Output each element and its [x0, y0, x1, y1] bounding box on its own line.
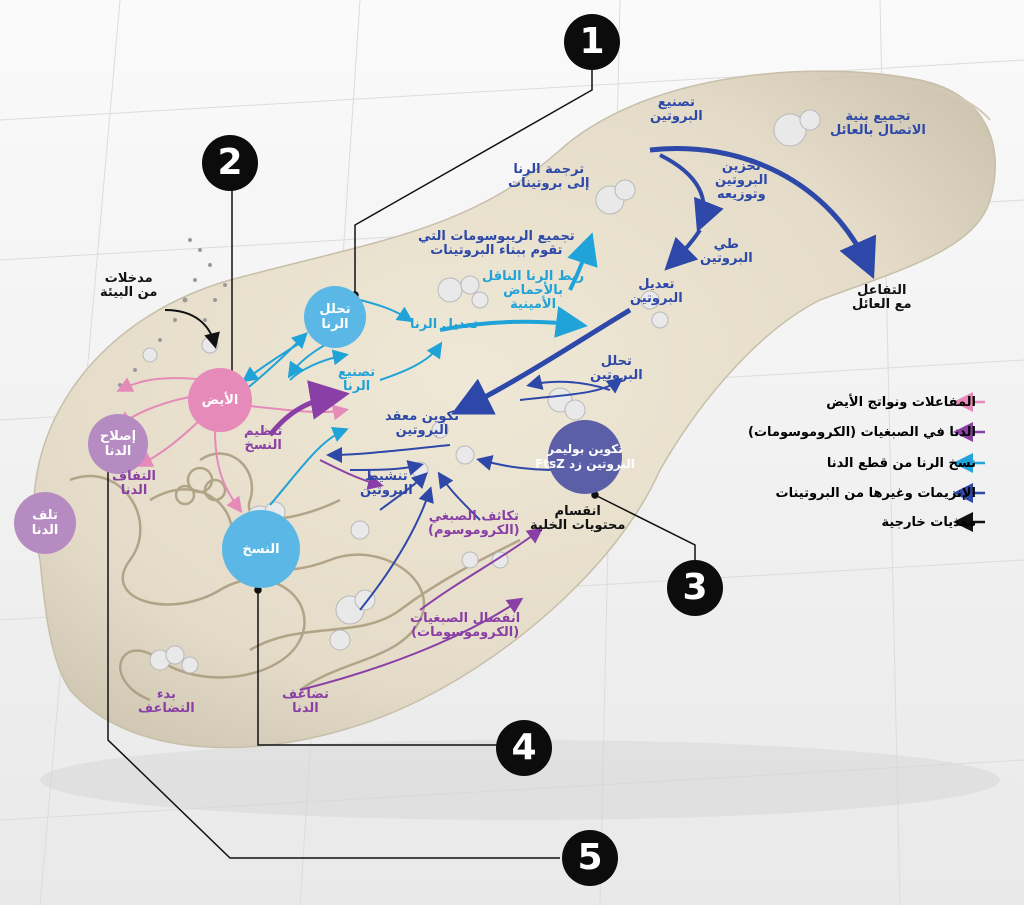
- label-rna-modification: تعديل الرنا: [410, 317, 478, 332]
- ftsz-label: تكوين بوليمر البروتين زد FtsZ: [535, 442, 635, 471]
- label-replication-start: بدء التضاعف: [138, 687, 195, 716]
- label-protein-synthesis: تصنيع البروتين: [650, 95, 703, 124]
- legend-label-dna: الدنا في الصبغيات (الكروموسومات): [748, 425, 976, 440]
- label-transcription-regulation: تنظيم النسخ: [244, 424, 283, 453]
- legend-item-rna: نسخ الرنا من قطع الدنا: [827, 456, 976, 471]
- environment-particles: [118, 238, 227, 387]
- label-environment-inputs: مدخلات من البيئة: [100, 271, 158, 300]
- legend-label-proteins: الإنزيمات وغيرها من البروتينات: [775, 486, 976, 501]
- label-trna-linking: ربط الرنا الناقل بالأحماض الأمينية: [482, 269, 585, 312]
- rna-degradation-node: تحلل الرنا: [304, 286, 366, 348]
- metabolism-node: الأيض: [188, 368, 252, 432]
- legend-item-metabolites: المفاعلات ونواتج الأيض: [826, 395, 976, 410]
- protein-arrows: [326, 146, 877, 611]
- legend-label-nutrients: مغذيات خارجية: [881, 515, 976, 530]
- label-protein-storage: تخزين البروتين وتوزيعه: [715, 159, 768, 202]
- ftsz-node: تكوين بوليمر البروتين زد FtsZ: [535, 420, 635, 494]
- callout-lines: [104, 70, 696, 859]
- metabolism-label: الأيض: [201, 392, 239, 408]
- label-dna-replication: تضاعف الدنا: [282, 687, 329, 716]
- label-chromosome-segregation: انفصال الصبغيات (الكروموسومات): [410, 611, 521, 640]
- dna-repair-label: إصلاح الدنا: [99, 429, 137, 459]
- legend-label-metabolites: المفاعلات ونواتج الأيض: [826, 395, 976, 410]
- label-translation: ترجمة الرنا إلى بروتينات: [508, 162, 590, 191]
- nutrient-arrow: [164, 309, 220, 349]
- dna-damage-node: تلف الدنا: [14, 492, 76, 554]
- label-rna-synthesis: تصنيع الرنا: [338, 365, 376, 394]
- legend-item-dna: الدنا في الصبغيات (الكروموسومات): [748, 425, 976, 440]
- label-chromosome-condensation: تكاثف الصبغي (الكروموسوم): [428, 509, 520, 538]
- dna-repair-node: إصلاح الدنا: [88, 414, 148, 474]
- label-host-contact: تجميع بنية الاتصال بالعائل: [830, 109, 926, 138]
- transcription-label: النسخ: [242, 541, 280, 557]
- dna-damage-label: تلف الدنا: [31, 508, 59, 538]
- rna-arrows: [241, 232, 598, 506]
- label-protein-activation: تنشيط البروتين: [360, 469, 413, 498]
- legend-arrows: [953, 392, 985, 532]
- legend-item-proteins: الإنزيمات وغيرها من البروتينات: [776, 486, 976, 501]
- callout-badge-3: 3: [667, 560, 723, 616]
- rna-degradation-label: تحلل الرنا: [319, 302, 351, 332]
- label-protein-degradation: تحلل البروتين: [590, 354, 643, 383]
- callout-badge-5: 5: [562, 830, 618, 886]
- label-cell-division: انقسام محتويات الخلية: [530, 504, 626, 533]
- callout-badge-4: 4: [496, 720, 552, 776]
- legend-label-rna: نسخ الرنا من قطع الدنا: [826, 456, 976, 471]
- label-ribosome-assembly: تجميع الريبوسومات التي تقوم ببناء البروت…: [418, 229, 575, 258]
- label-dna-supercoiling: التفاف الدنا: [112, 469, 156, 498]
- label-protein-folding: طي البروتين: [700, 237, 753, 266]
- callout-badge-2: 2: [202, 135, 258, 191]
- callout-badge-1: 1: [564, 14, 620, 70]
- transcription-node: النسخ: [222, 510, 300, 588]
- label-protein-modification: تعديل البروتين: [630, 277, 683, 306]
- label-complex-formation: تكوين معقد البروتين: [385, 409, 459, 438]
- dna-arrows: [268, 380, 544, 691]
- label-host-interaction: التفاعل مع العائل: [852, 283, 912, 312]
- legend-item-nutrients: مغذيات خارجية: [881, 515, 976, 530]
